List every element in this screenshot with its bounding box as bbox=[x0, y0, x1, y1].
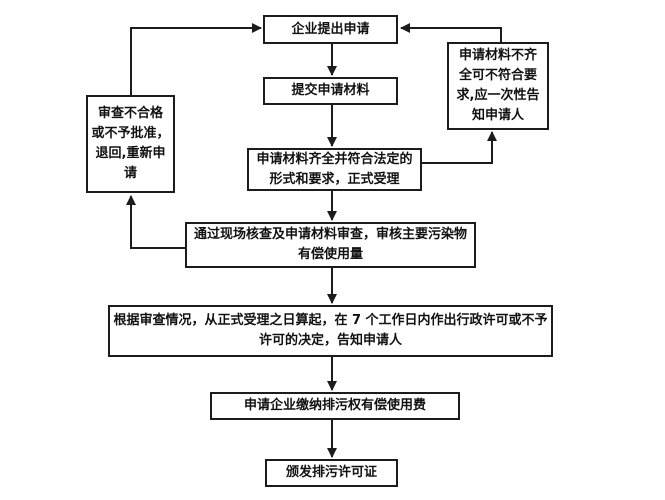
arrow-reject-to-apply bbox=[130, 23, 262, 95]
node-pay-fee: 申请企业缴纳排污权有偿使用费 bbox=[210, 392, 460, 420]
node-decision-7-days: 根据审查情况，从正式受理之日算起，在 7 个工作日内作出行政许可或不予 许可的决… bbox=[108, 305, 553, 357]
arrow-accept-to-incomplete bbox=[422, 131, 497, 164]
node-site-review: 通过现场核查及申请材料审查，审核主要污染物 有偿使用量 bbox=[185, 222, 476, 268]
node-reject-reapply: 审查不合格 或不予批准， 退回,重新申 请 bbox=[86, 95, 175, 193]
node-incomplete-materials: 申请材料不齐 全可不符合要 求,应一次性告 知申请人 bbox=[447, 42, 549, 130]
node-issue-permit: 颁发排污许可证 bbox=[265, 459, 398, 487]
node-submit-materials: 提交申请材料 bbox=[263, 77, 398, 105]
arrow-incomplete-to-apply bbox=[400, 23, 502, 42]
node-formal-acceptance: 申请材料齐全并符合法定的 形式和要求，正式受理 bbox=[247, 148, 422, 191]
node-enterprise-apply: 企业提出申请 bbox=[263, 15, 398, 44]
arrow-review-to-reject bbox=[126, 195, 185, 249]
